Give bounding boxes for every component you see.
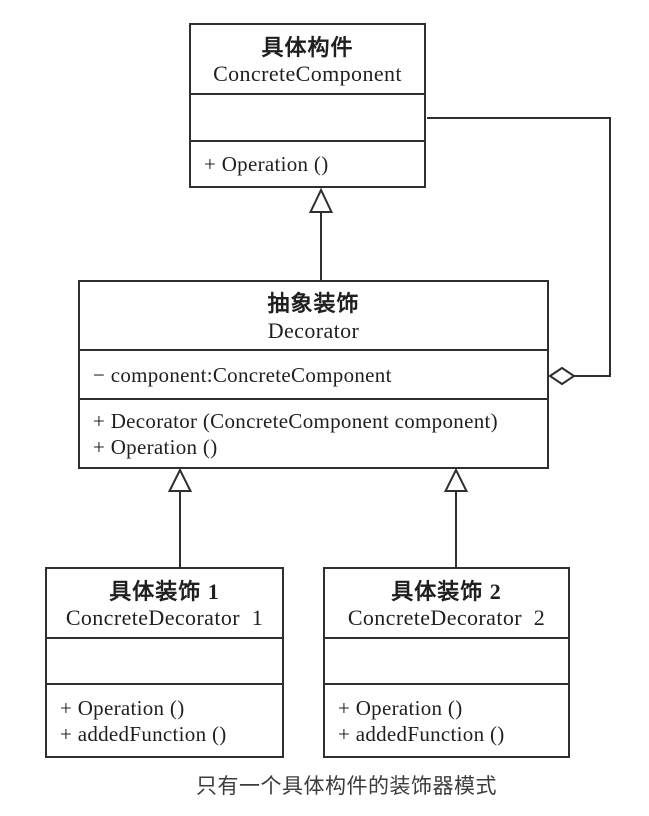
class-title-en: ConcreteDecorator 2 bbox=[347, 605, 546, 631]
aggregation-diamond-icon bbox=[548, 366, 576, 386]
class-title-zh: 具体装饰 2 bbox=[391, 578, 502, 604]
operation-item: + addedFunction () bbox=[338, 721, 505, 746]
class-title-en: Decorator bbox=[267, 317, 360, 343]
class-attributes-compartment bbox=[191, 93, 424, 140]
class-operations-compartment: + Operation () + addedFunction () bbox=[325, 683, 568, 756]
class-box-concrete-component: 具体构件 ConcreteComponent + Operation () bbox=[189, 23, 426, 188]
class-box-concrete-decorator-1: 具体装饰 1 ConcreteDecorator 1 + Operation (… bbox=[45, 567, 284, 758]
operation-item: + addedFunction () bbox=[60, 721, 227, 746]
generalization-arrowhead-icon bbox=[308, 187, 334, 213]
class-operations-compartment: + Operation () bbox=[191, 140, 424, 186]
class-title-compartment: 具体装饰 2 ConcreteDecorator 2 bbox=[325, 569, 568, 637]
operation-item: + Operation () bbox=[204, 152, 329, 176]
class-box-concrete-decorator-2: 具体装饰 2 ConcreteDecorator 2 + Operation (… bbox=[323, 567, 570, 758]
class-box-decorator: 抽象装饰 Decorator − component:ConcreteCompo… bbox=[78, 280, 549, 469]
class-title-en: ConcreteDecorator 1 bbox=[65, 605, 264, 631]
class-title-compartment: 抽象装饰 Decorator bbox=[80, 282, 547, 349]
generalization-arrowhead-icon bbox=[443, 467, 469, 492]
class-title-compartment: 具体构件 ConcreteComponent bbox=[191, 25, 424, 93]
attribute-item: − component:ConcreteComponent bbox=[93, 362, 392, 387]
class-title-zh: 具体装饰 1 bbox=[109, 578, 220, 604]
operation-item: + Operation () bbox=[60, 695, 185, 720]
diagram-caption: 只有一个具体构件的装饰器模式 bbox=[196, 775, 497, 798]
operation-item: + Decorator (ConcreteComponent component… bbox=[93, 408, 498, 433]
class-operations-compartment: + Operation () + addedFunction () bbox=[47, 683, 282, 756]
class-title-zh: 具体构件 bbox=[261, 34, 354, 60]
operation-item: + Operation () bbox=[93, 434, 218, 459]
class-title-compartment: 具体装饰 1 ConcreteDecorator 1 bbox=[47, 569, 282, 637]
operation-item: + Operation () bbox=[338, 695, 463, 720]
class-title-en: ConcreteComponent bbox=[213, 61, 402, 87]
class-title-zh: 抽象装饰 bbox=[267, 291, 360, 317]
class-attributes-compartment: − component:ConcreteComponent bbox=[80, 349, 547, 398]
generalization-arrowhead-icon bbox=[167, 467, 193, 492]
class-operations-compartment: + Decorator (ConcreteComponent component… bbox=[80, 398, 547, 467]
class-attributes-compartment bbox=[325, 637, 568, 683]
class-attributes-compartment bbox=[47, 637, 282, 683]
